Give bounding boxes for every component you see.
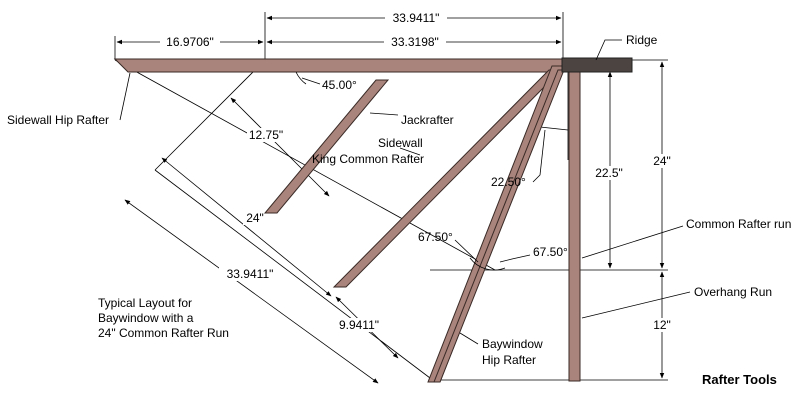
plumb-post (568, 59, 581, 382)
plan-outline-left (154, 59, 266, 171)
angle-22-5: 22.50° (491, 175, 526, 189)
label-hip-rafter: Hip Rafter (482, 353, 536, 367)
leader-overhang-run (581, 291, 691, 319)
dim-diag-long: 33.9411" (227, 267, 274, 281)
label-jackrafter: Jackrafter (401, 113, 454, 127)
plan-outline-bottom (154, 169, 431, 379)
angle-arcs (295, 71, 506, 271)
leader-ridge (595, 39, 622, 61)
label-ridge: Ridge (626, 33, 658, 47)
arc-45 (295, 71, 307, 85)
angle-45: 45.00° (322, 78, 357, 92)
label-common-rafter-run: Common Rafter run (686, 217, 791, 231)
leader-22-5 (532, 129, 546, 183)
jackrafter (263, 79, 390, 214)
leader-45 (301, 77, 321, 85)
leader-sidewall-hip (119, 72, 131, 121)
leader-67-right (499, 254, 531, 263)
label-sidewall: Sidewall (378, 136, 423, 150)
label-sidewall-hip-rafter: Sidewall Hip Rafter (7, 113, 109, 127)
label-king-common-rafter: King Common Rafter (312, 152, 424, 166)
angle-67-right: 67.50° (533, 245, 568, 259)
label-overhang-run: Overhang Run (694, 285, 772, 299)
brand-rafter-tools: Rafter Tools (702, 372, 777, 387)
note-line-3: 24" Common Rafter Run (98, 326, 229, 340)
dim-rise-inner: 22.5" (595, 166, 623, 180)
leader-bay-hip (459, 332, 479, 345)
note-line-2: Baywindow with a (98, 311, 194, 325)
arc-67-center (469, 257, 506, 271)
leader-lines (119, 39, 691, 345)
dim-top-right: 33.3198" (391, 35, 439, 49)
dim-top-left: 16.9706" (166, 35, 214, 49)
angle-67-left: 67.50° (418, 230, 453, 244)
dim-diag-24: 24" (246, 211, 264, 225)
leader-67-left (454, 239, 479, 263)
rafters (113, 58, 581, 383)
label-baywindow: Baywindow (482, 337, 543, 351)
leader-common-run (581, 225, 684, 259)
dim-diag-short: 9.9411" (339, 318, 379, 332)
extension-lines (114, 12, 668, 381)
note-line-1: Typical Layout for (98, 296, 192, 310)
leader-jackrafter (369, 112, 399, 116)
dim-top-overall: 33.9411" (393, 11, 440, 25)
dim-jack-spacing: 12.75" (249, 128, 283, 142)
sidewall-hip-rafter (113, 58, 563, 73)
dim-run-upper: 24" (653, 154, 671, 168)
leader-king-common (399, 147, 421, 156)
dim-overhang: 12" (653, 318, 671, 332)
angle-ref-line (539, 126, 569, 131)
ridge-board (561, 57, 633, 73)
